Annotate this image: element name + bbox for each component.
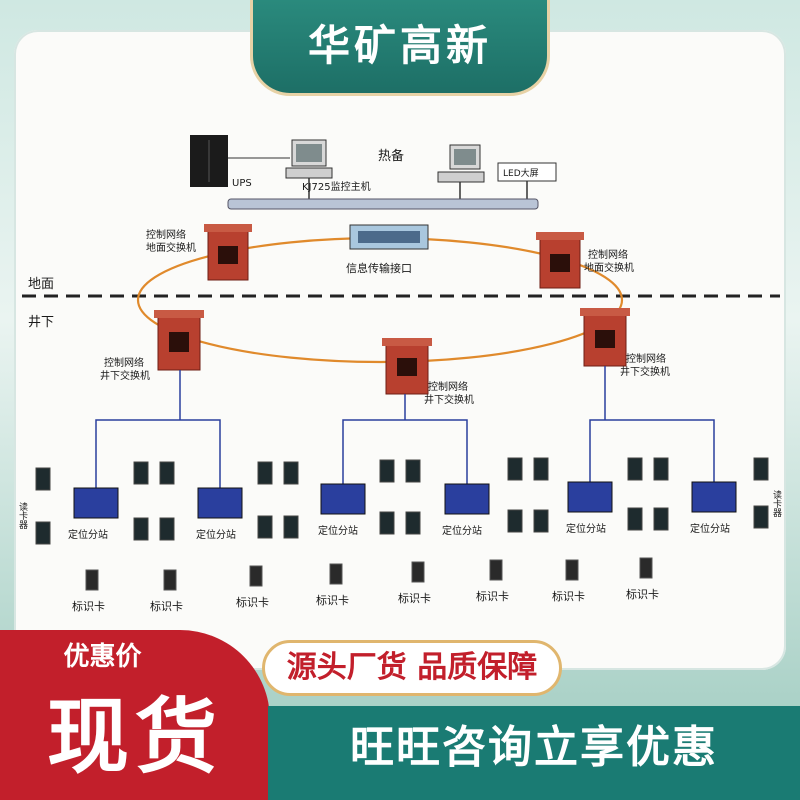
brand-title: 华矿高新	[307, 21, 492, 70]
substation-6	[691, 481, 737, 513]
card-readers	[35, 457, 769, 545]
underground-switch-center-label2: 井下交换机	[424, 393, 474, 406]
underground-switch-center	[382, 338, 432, 395]
underground-switch-left-label1: 控制网络	[104, 356, 144, 369]
substation-label-4: 定位分站	[442, 524, 482, 537]
card-label-1: 标识卡	[72, 599, 105, 613]
substation-label-2: 定位分站	[196, 528, 236, 541]
price-label: 优惠价	[63, 642, 142, 672]
consult-text: 旺旺咨询立享优惠	[350, 722, 718, 773]
substation-label-3: 定位分站	[318, 524, 358, 537]
ups-cabinet	[190, 135, 228, 187]
card-label-3: 标识卡	[236, 595, 269, 609]
substation-3	[320, 483, 366, 515]
stock-label: 现货	[46, 690, 223, 785]
promo-stock-badge: 优惠价 现货	[0, 630, 270, 800]
interface-label: 信息传输接口	[346, 261, 412, 275]
reader-label-left: 读卡器	[17, 501, 28, 529]
card-label-4: 标识卡	[316, 593, 349, 607]
surface-label: 地面	[28, 277, 54, 292]
substation-5	[567, 481, 613, 513]
surface-switch-right	[536, 232, 584, 289]
transmission-interface	[349, 224, 429, 250]
surface-switch-left	[204, 224, 252, 281]
card-label-5: 标识卡	[398, 591, 431, 605]
surface-switch-right-label2: 地面交换机	[584, 261, 634, 274]
surface-switch-left-label2: 地面交换机	[146, 241, 196, 254]
quality-text: 源头厂货 品质保障	[286, 650, 538, 685]
underground-switch-right-label1: 控制网络	[626, 352, 666, 365]
id-cards	[85, 557, 653, 591]
underground-label: 井下	[28, 315, 54, 330]
network-bus	[227, 198, 539, 210]
underground-switch-left-label2: 井下交换机	[100, 369, 150, 382]
substation-1	[73, 487, 119, 519]
substation-4	[444, 483, 490, 515]
quality-pill: 源头厂货 品质保障	[262, 640, 562, 696]
underground-switch-right	[580, 308, 630, 367]
underground-switch-right-label2: 井下交换机	[620, 365, 670, 378]
underground-switch-center-label1: 控制网络	[428, 380, 468, 393]
consult-bar: 旺旺咨询立享优惠	[268, 706, 800, 800]
card-label-2: 标识卡	[150, 599, 183, 613]
brand-banner: 华矿高新	[250, 0, 550, 96]
underground-switch-left	[154, 310, 204, 371]
ups-label: UPS	[232, 178, 252, 189]
substation-2	[197, 487, 243, 519]
reader-label-right: 读卡器	[771, 489, 782, 517]
led-label: LED大屏	[503, 167, 539, 179]
host-label: KJ725监控主机	[302, 180, 371, 193]
card-label-8: 标识卡	[626, 587, 659, 601]
backup-computer	[437, 144, 485, 183]
surface-switch-right-label1: 控制网络	[588, 248, 628, 261]
host-computer	[285, 139, 333, 179]
card-label-6: 标识卡	[476, 589, 509, 603]
backup-label: 热备	[378, 148, 404, 164]
substation-label-5: 定位分站	[566, 522, 606, 535]
substations	[73, 481, 737, 519]
tree-links	[95, 366, 715, 488]
card-label-7: 标识卡	[552, 589, 585, 603]
surface-switch-left-label1: 控制网络	[146, 228, 186, 241]
substation-label-6: 定位分站	[690, 522, 730, 535]
substation-label-1: 定位分站	[68, 528, 108, 541]
